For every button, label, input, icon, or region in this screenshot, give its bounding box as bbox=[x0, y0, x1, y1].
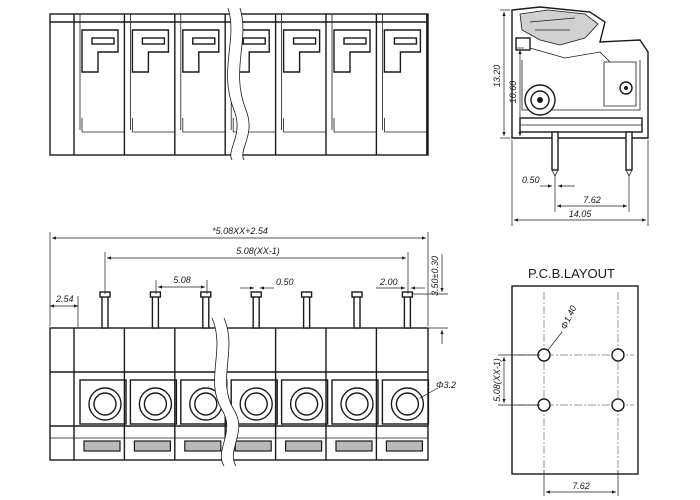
top-module-latch bbox=[81, 29, 119, 73]
top-break-line-right bbox=[239, 7, 250, 161]
dim-span: 5.08(XX-1) bbox=[236, 246, 280, 256]
front-screw-inner bbox=[194, 392, 218, 416]
front-pin bbox=[202, 295, 210, 329]
front-wire-entry bbox=[335, 440, 373, 452]
front-break-gap bbox=[212, 318, 239, 466]
dim-edge: 2.54 bbox=[55, 294, 74, 304]
dim-pin-length: 3.50±0.30 bbox=[430, 256, 440, 296]
front-pin bbox=[151, 295, 160, 329]
dim-screw-dia: Φ3.2 bbox=[436, 380, 456, 390]
front-screw-inner bbox=[345, 392, 369, 416]
top-view bbox=[49, 7, 429, 161]
front-break-line-left bbox=[211, 317, 228, 467]
front-screw-inner bbox=[294, 392, 319, 416]
front-wire-entry bbox=[234, 440, 272, 452]
front-screw-inner bbox=[143, 392, 168, 416]
top-view-modules bbox=[73, 14, 428, 155]
top-module-latch bbox=[182, 29, 220, 73]
pcb-layout: P.C.B.LAYOUT Φ1.40 5.08(XX-1) 7.62 bbox=[492, 266, 639, 496]
front-wire-entry bbox=[83, 440, 121, 452]
dim-height-pivot: 10.60 bbox=[508, 81, 518, 104]
front-pin bbox=[252, 295, 260, 329]
top-break-gap bbox=[227, 8, 250, 160]
front-screw-inner bbox=[93, 392, 117, 416]
dim-pin-offset: 0.50 bbox=[522, 175, 540, 185]
front-wire-entry bbox=[285, 440, 323, 452]
side-pin-left bbox=[551, 131, 559, 171]
dim-end-offset: 2.00 bbox=[379, 277, 398, 287]
dim-pitch: 5.08 bbox=[173, 275, 191, 285]
top-break-line-left bbox=[227, 7, 238, 161]
front-view: *5.08XX+2.54 5.08(XX-1) 5.08 0.50 2.00 3… bbox=[49, 226, 456, 467]
dim-height-total: 13.20 bbox=[492, 65, 502, 88]
pcb-hole bbox=[611, 398, 625, 412]
top-module-latch bbox=[383, 29, 422, 73]
front-wire-entry bbox=[184, 440, 222, 452]
front-pin bbox=[101, 295, 109, 329]
top-module-latch bbox=[282, 29, 321, 73]
side-view: 13.20 10.60 0.50 7.62 14.05 bbox=[492, 6, 649, 226]
side-screw-center bbox=[537, 97, 543, 103]
front-pin bbox=[403, 295, 412, 329]
side-pin-right bbox=[625, 131, 633, 171]
dim-pin-width: 0.50 bbox=[276, 277, 294, 287]
front-screw-inner bbox=[395, 392, 420, 416]
dim-hole-dia: Φ1.40 bbox=[559, 304, 579, 331]
side-lever bbox=[519, 9, 599, 46]
top-module-latch bbox=[131, 29, 170, 73]
front-wire-entry bbox=[133, 440, 171, 452]
side-latch-slot bbox=[515, 37, 531, 51]
front-pin bbox=[302, 295, 311, 329]
front-view-modules bbox=[73, 291, 430, 460]
dim-pin-pitch: 7.62 bbox=[583, 195, 601, 205]
dim-depth: 14.05 bbox=[569, 209, 593, 219]
top-module-latch bbox=[333, 29, 371, 73]
dim-col-pitch: 7.62 bbox=[572, 481, 590, 491]
pcb-layout-title: P.C.B.LAYOUT bbox=[528, 266, 615, 281]
dim-row-span: 5.08(XX-1) bbox=[492, 358, 502, 402]
front-break-line-right bbox=[223, 317, 240, 467]
front-wire-entry bbox=[385, 440, 423, 452]
front-pin bbox=[353, 295, 361, 329]
pcb-hole bbox=[611, 348, 625, 362]
front-screw-inner bbox=[244, 392, 268, 416]
pcb-layout-outline bbox=[511, 285, 639, 475]
dim-overall: *5.08XX+2.54 bbox=[212, 226, 268, 236]
